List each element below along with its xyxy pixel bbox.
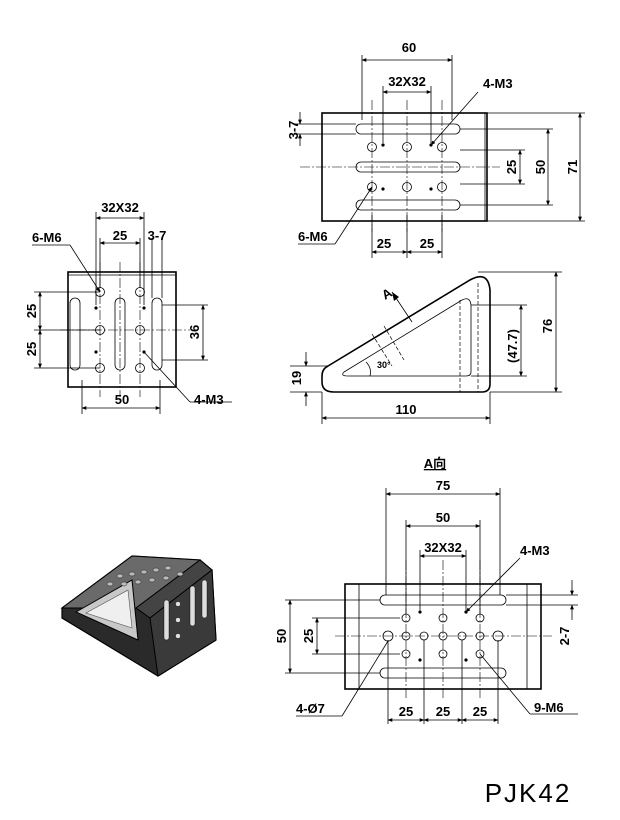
top-dim-25a: 25 [377, 236, 391, 251]
a-dim-25b: 25 [436, 704, 450, 719]
top-callout-m3: 4-M3 [483, 76, 513, 91]
a-callout-m6: 9-M6 [534, 700, 564, 715]
a-dim-slot: 2-7 [557, 627, 572, 646]
top-view-slot [355, 123, 461, 135]
left-dim-50h: 50 [115, 392, 129, 407]
left-callout-m6: 6-M6 [32, 230, 62, 245]
side-dim-47v: (47.7) [505, 329, 520, 363]
a-callout-d7: 4-Ø7 [296, 701, 325, 716]
a-dim-pitch: 32X32 [424, 540, 462, 555]
top-view: 60 32X32 4-M3 3-7 25 50 71 6-M6 [286, 40, 585, 258]
top-dim-slot: 3-7 [286, 121, 301, 140]
top-dim-50v: 50 [533, 160, 548, 174]
left-dim-36v: 36 [187, 325, 202, 339]
side-dim-angle: 30° [377, 360, 391, 370]
side-view: A 30° 76 (47.7) 19 110 [289, 271, 562, 424]
left-view-plate [67, 271, 177, 388]
a-view: A向 [274, 456, 578, 724]
a-view-title: A向 [424, 456, 446, 471]
left-dim-slot: 3-7 [148, 228, 167, 243]
side-dim-110h: 110 [396, 402, 417, 417]
top-dim-25b: 25 [420, 236, 434, 251]
left-dim-25h: 25 [113, 228, 127, 243]
a-dim-25a: 25 [399, 704, 413, 719]
model-number: PJK42 [485, 778, 572, 808]
side-dim-19v: 19 [289, 371, 304, 385]
a-callout-m3: 4-M3 [520, 543, 550, 558]
top-view-slot [355, 161, 461, 173]
isometric-view [60, 555, 217, 677]
a-view-m6-holes [401, 613, 485, 659]
side-dim-76v: 76 [540, 319, 555, 333]
top-view-slot [355, 199, 461, 211]
top-callout-m6: 6-M6 [298, 229, 328, 244]
left-dim-25vb: 25 [24, 342, 39, 356]
left-view: 32X32 25 3-7 6-M6 25 25 36 50 4-M [24, 200, 232, 414]
left-dim-25va: 25 [24, 304, 39, 318]
a-dim-25v: 25 [301, 629, 316, 643]
a-dim-50v: 50 [274, 629, 289, 643]
side-view-outline [321, 275, 491, 393]
a-dim-75: 75 [436, 478, 450, 493]
top-dim-pitch: 32X32 [388, 74, 426, 89]
top-dim-25v: 25 [504, 160, 519, 174]
a-dim-25c: 25 [473, 704, 487, 719]
left-dim-pitch: 32X32 [101, 200, 139, 215]
side-view-cutout [342, 298, 472, 377]
top-dim-60: 60 [402, 40, 416, 55]
top-dim-71v: 71 [565, 160, 580, 174]
left-callout-m3: 4-M3 [194, 392, 224, 407]
a-dim-50: 50 [436, 510, 450, 525]
